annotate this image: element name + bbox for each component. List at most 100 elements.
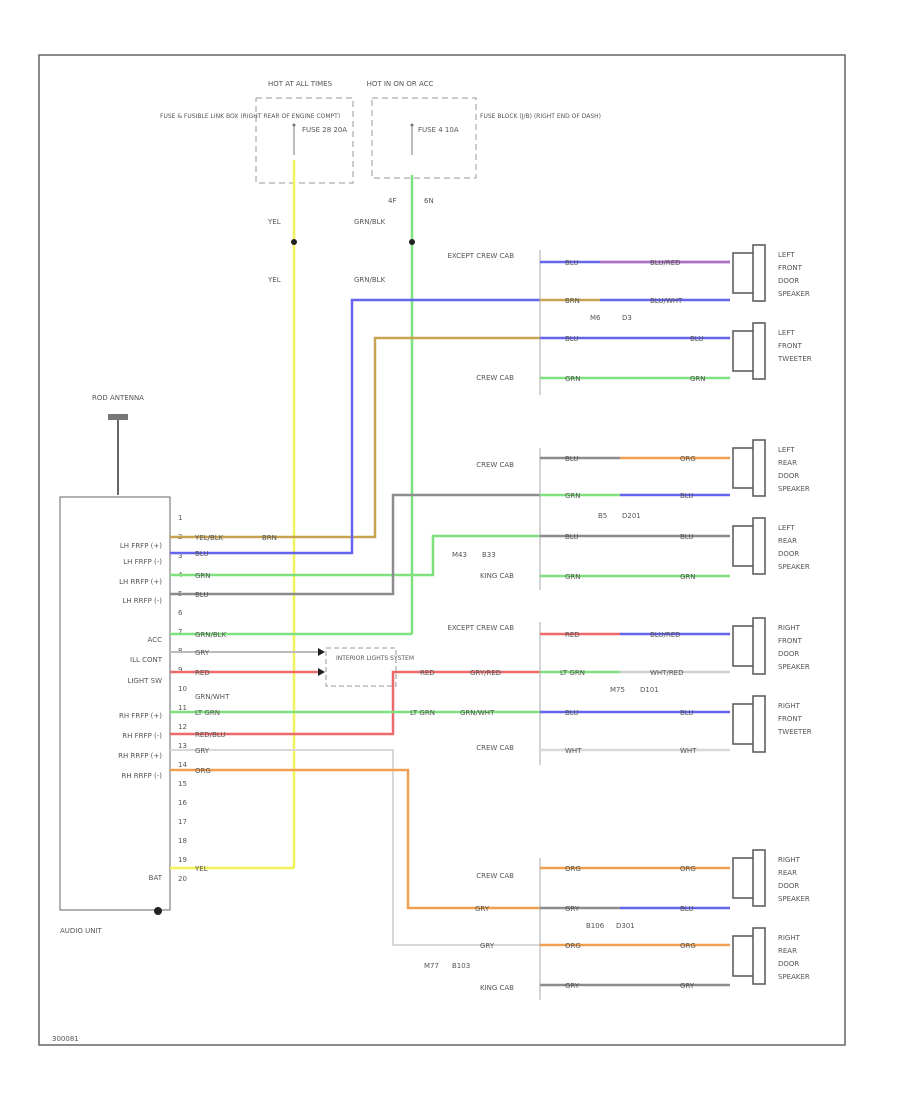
svg-text:GRN/WHT: GRN/WHT xyxy=(195,693,230,701)
svg-text:BLU: BLU xyxy=(195,550,208,558)
wire-color-labels: BLU BLU/RED BRN BLU/WHT BLU BLU GRN GRN … xyxy=(194,259,706,990)
speaker-label-word: REAR xyxy=(778,459,797,467)
svg-text:GRY: GRY xyxy=(565,905,580,913)
svg-text:BLU: BLU xyxy=(565,455,578,463)
label-crew-4: CREW CAB xyxy=(476,872,514,880)
svg-text:M43: M43 xyxy=(452,551,467,559)
wire-lh-frfp-neg xyxy=(170,298,540,555)
svg-text:BLU: BLU xyxy=(195,591,208,599)
svg-text:WHT/RED: WHT/RED xyxy=(650,669,684,677)
svg-text:YEL/BLK: YEL/BLK xyxy=(194,534,224,542)
speaker-label-word: SPEAKER xyxy=(778,895,810,903)
interior-lights-system: INTERIOR LIGHTS SYSTEM xyxy=(318,647,414,687)
label-crew-2: CREW CAB xyxy=(476,461,514,469)
hot-label-right: HOT IN ON OR ACC xyxy=(367,80,434,88)
speaker-icon xyxy=(732,244,766,302)
label-king-2: KING CAB xyxy=(480,984,514,992)
speaker-label-word: RIGHT xyxy=(778,934,801,942)
speaker-label-word: DOOR xyxy=(778,960,799,968)
svg-text:B5: B5 xyxy=(598,512,607,520)
pin-label: LH RRFP (+) xyxy=(119,578,162,586)
svg-text:BLU: BLU xyxy=(690,335,703,343)
speaker-label-word: TWEETER xyxy=(777,355,812,363)
fuse-location-right: FUSE BLOCK (J/B) (RIGHT END OF DASH) xyxy=(480,113,601,120)
wire-rh-rrfp-pos xyxy=(170,749,540,946)
svg-text:GRN/WHT: GRN/WHT xyxy=(460,709,495,717)
svg-text:BLU: BLU xyxy=(565,709,578,717)
svg-text:GRY: GRY xyxy=(195,649,210,657)
pin-number: 11 xyxy=(178,704,187,712)
pin-label: RH RRFP (+) xyxy=(118,752,162,760)
svg-text:BLU: BLU xyxy=(565,259,578,267)
svg-text:ORG: ORG xyxy=(680,865,696,873)
speaker-label-word: DOOR xyxy=(778,277,799,285)
audio-unit-title: AUDIO UNIT xyxy=(60,927,103,935)
pin-label: ACC xyxy=(148,636,163,644)
diagram-frame xyxy=(38,54,846,1046)
svg-text:D201: D201 xyxy=(622,512,641,520)
pin-label: LH RRFP (-) xyxy=(122,597,162,605)
pin-label: LH FRFP (-) xyxy=(123,558,162,566)
svg-text:ORG: ORG xyxy=(565,865,581,873)
pin-number: 13 xyxy=(178,742,187,750)
svg-text:GRY: GRY xyxy=(680,982,695,990)
pin-number: 20 xyxy=(178,875,187,883)
speaker-label-word: FRONT xyxy=(778,637,803,645)
speaker-label-word: DOOR xyxy=(778,472,799,480)
svg-text:YEL: YEL xyxy=(194,865,208,873)
speaker-label-word: SPEAKER xyxy=(778,663,810,671)
pin-number: 9 xyxy=(178,666,182,674)
wire-label-grnblk-top: GRN/BLK xyxy=(354,218,386,226)
speaker-icon xyxy=(732,617,766,675)
svg-text:GRN: GRN xyxy=(565,375,581,383)
label-except-crew-2: EXCEPT CREW CAB xyxy=(447,624,514,632)
fuse-box-left: HOT AT ALL TIMES FUSE & FUSIBLE LINK BOX… xyxy=(160,80,354,184)
pin-number: 14 xyxy=(178,761,187,769)
svg-text:GRN: GRN xyxy=(680,573,696,581)
pin-number: 19 xyxy=(178,856,187,864)
label-except-crew-1: EXCEPT CREW CAB xyxy=(447,252,514,260)
fuse-location-left: FUSE & FUSIBLE LINK BOX (RIGHT REAR OF E… xyxy=(160,113,340,120)
label-king-1: KING CAB xyxy=(480,572,514,580)
fuse-box-right: HOT IN ON OR ACC FUSE BLOCK (J/B) (RIGHT… xyxy=(367,80,601,179)
svg-text:WHT: WHT xyxy=(680,747,697,755)
svg-text:GRY/RED: GRY/RED xyxy=(470,669,501,677)
svg-text:ORG: ORG xyxy=(195,767,211,775)
speaker-label-word: LEFT xyxy=(778,524,795,532)
svg-text:GRN: GRN xyxy=(195,572,211,580)
svg-text:LT GRN: LT GRN xyxy=(410,709,435,717)
pin-label: LH FRFP (+) xyxy=(120,542,162,550)
pin-number: 7 xyxy=(178,628,182,636)
pin-label: RH FRFP (-) xyxy=(122,732,162,740)
svg-text:D101: D101 xyxy=(640,686,659,694)
pin-number: 10 xyxy=(178,685,187,693)
speaker-icon xyxy=(732,849,766,907)
speaker-icon xyxy=(732,695,766,753)
fuse-label-left: FUSE 28 20A xyxy=(302,126,347,134)
speaker-label-word: SPEAKER xyxy=(778,973,810,981)
hot-label-left: HOT AT ALL TIMES xyxy=(268,80,333,88)
svg-text:BLU: BLU xyxy=(565,335,578,343)
svg-text:B106: B106 xyxy=(586,922,605,930)
speaker-label-word: FRONT xyxy=(778,715,803,723)
pin-label: ILL CONT xyxy=(130,656,163,664)
speaker-label-word: REAR xyxy=(778,869,797,877)
svg-text:BLU/RED: BLU/RED xyxy=(650,259,681,267)
svg-text:GRN/BLK: GRN/BLK xyxy=(195,631,227,639)
wire-label-yel: YEL xyxy=(267,276,281,284)
speaker-label-word: RIGHT xyxy=(778,702,801,710)
speaker-icon xyxy=(732,927,766,985)
pin-number: 1 xyxy=(178,514,182,522)
svg-text:BLU: BLU xyxy=(680,533,693,541)
svg-text:WHT: WHT xyxy=(565,747,582,755)
fuse-label-right: FUSE 4 10A xyxy=(418,126,459,134)
pin-number: 17 xyxy=(178,818,187,826)
speaker-label-word: LEFT xyxy=(778,446,795,454)
svg-text:ORG: ORG xyxy=(680,942,696,950)
wire-lh-rrfp-neg xyxy=(170,493,540,596)
